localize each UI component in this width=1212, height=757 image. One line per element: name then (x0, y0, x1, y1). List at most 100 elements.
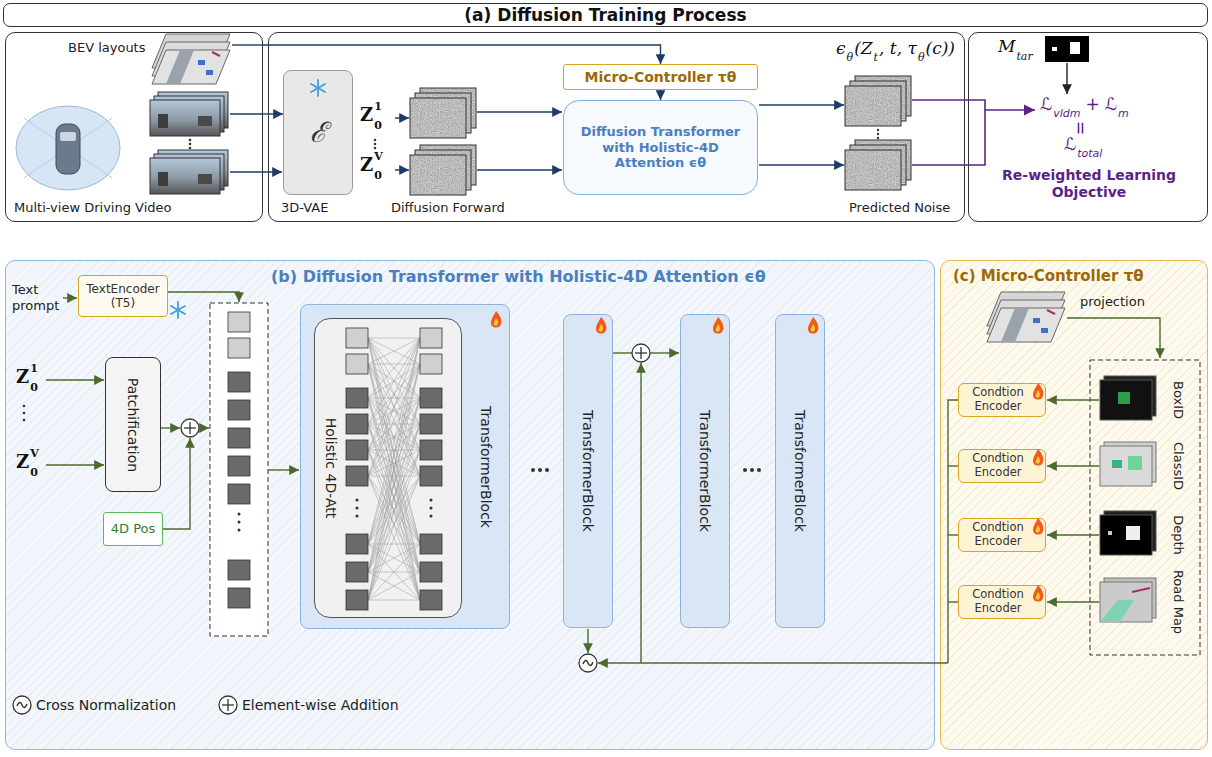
label-text: Z (360, 106, 373, 124)
node-text: Re-weighted Learning Objective (1000, 167, 1178, 201)
condition-wire (948, 534, 958, 535)
label-text: tar (1016, 51, 1032, 62)
token-square (228, 456, 250, 476)
node-text: TransformerBlock (580, 410, 597, 532)
mask-region (1070, 42, 1080, 54)
road-line (1132, 588, 1150, 592)
label-text: Z (16, 453, 29, 471)
ellipsis-dot (877, 133, 879, 135)
node-text: Diffusion Forward (391, 200, 505, 216)
connector-arrow (660, 90, 661, 100)
text-encoder: TextEncoder (T5) (78, 275, 168, 317)
condition-encoder: Condtion Encoder (958, 449, 1046, 483)
token-square (228, 560, 250, 580)
ellipsis-dot (750, 468, 754, 472)
node-text: TextEncoder (T5) (85, 282, 161, 311)
connector-arrow (263, 45, 661, 64)
frozen-icon (311, 80, 325, 96)
cross-norm-symbol (579, 654, 597, 672)
trainable-icon (491, 311, 501, 328)
node-text: (c) Micro-Controller τθ (953, 267, 1144, 285)
ellipsis-dot (356, 515, 359, 518)
node-text: TransformerBlock (792, 410, 809, 532)
label-text: ϵ (836, 40, 846, 57)
ellipsis-dot (545, 468, 549, 472)
token-square (420, 328, 442, 348)
ellipsis-dot (374, 139, 377, 142)
token-square (346, 590, 368, 610)
token-square (420, 354, 442, 374)
flow-arrow (1047, 399, 1099, 400)
ellipsis-dot (356, 507, 359, 510)
node-text: Predicted Noise (849, 200, 950, 216)
label-text: Z (360, 156, 373, 174)
label-text: ClassID (1170, 442, 1186, 490)
node-text: TransformerBlock (478, 406, 495, 528)
flow-arrow (759, 164, 844, 165)
node-text: TransformerBlock (697, 410, 714, 532)
projection-arrow (1067, 318, 1160, 358)
ellipsis-dot (238, 521, 241, 524)
label-text: = (1072, 121, 1089, 135)
token-square (228, 338, 250, 358)
title-bar: (a) Diffusion Training Process (3, 3, 1208, 27)
ellipsis-dot (538, 468, 542, 472)
bev-layout-image (152, 34, 230, 84)
trainable-icon (1033, 383, 1043, 400)
addition-symbol (632, 344, 650, 362)
label-text: V (374, 151, 383, 162)
transformer-block: TransformerBlock (563, 314, 613, 628)
label-text: M (998, 38, 1015, 55)
depth-region (1126, 526, 1140, 540)
trainable-icon (1033, 518, 1043, 535)
token-square (228, 372, 250, 392)
label-text: ℒ (1064, 136, 1076, 153)
addition-symbol (181, 419, 199, 437)
token-square (228, 588, 250, 608)
flow-arrow (640, 363, 641, 663)
transformer-block: TransformerBlock (775, 314, 825, 628)
label-text: 0 (30, 467, 38, 478)
label-text: BoxID (1170, 381, 1186, 419)
node-text: ℰ (310, 116, 327, 150)
camera-ray (24, 118, 112, 178)
label-text: 0 (30, 382, 38, 393)
flow-arrow (395, 169, 409, 170)
node-text: 4D Pos (111, 521, 156, 537)
attention-link (368, 338, 420, 600)
node-text: BEV layouts (68, 40, 146, 56)
condition-wire (948, 465, 958, 466)
flow-arrow (477, 169, 562, 170)
controller-panel: (c) Micro-Controller τθCondtion EncoderC… (940, 260, 1208, 750)
condition-encoder: Condtion Encoder (958, 518, 1046, 552)
camera-view-image (150, 92, 228, 136)
connector-arrow (263, 113, 283, 114)
ellipsis-dot (189, 147, 192, 150)
node-text: Multi-view Driving Video (14, 200, 172, 216)
ellipsis-dot (356, 499, 359, 502)
label-text: 1 (374, 101, 382, 112)
predicted-noise (845, 140, 911, 190)
label-text: θ (847, 52, 854, 63)
token-square (228, 400, 250, 420)
legend-symbol (219, 696, 237, 714)
token-square (420, 388, 442, 408)
label-text: (c)) (926, 40, 955, 57)
model-panel: 3D-VAEDiffusion ForwardPredicted NoiseℰM… (268, 32, 965, 222)
token-square (346, 354, 368, 374)
condition-encoder: Condtion Encoder (958, 383, 1046, 417)
token-square (346, 328, 368, 348)
ellipsis-dot (23, 419, 26, 422)
label-text: (Z (854, 40, 872, 57)
mask-region (1052, 47, 1057, 51)
transformer-box: Diffusion Transformer with Holistic-4D A… (563, 100, 758, 195)
road-map (1100, 582, 1152, 622)
predicted-noise (845, 76, 911, 126)
label-text: + (1086, 96, 1100, 113)
loss-wire (912, 100, 1035, 110)
label-text: ℒ (1040, 96, 1052, 113)
flow-arrow (587, 629, 588, 653)
